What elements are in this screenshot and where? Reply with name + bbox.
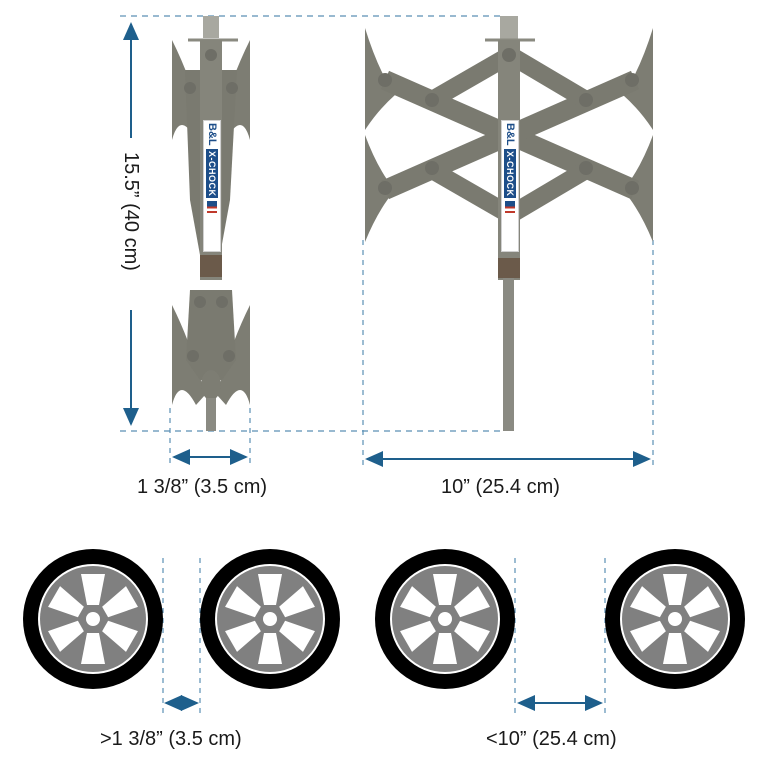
collapsed-chock-label: B&L X-CHOCK [203,120,221,252]
brand-name: X-CHOCK [206,148,218,199]
brand-short: B&L [504,123,516,146]
brand-name: X-CHOCK [504,148,516,199]
tire-icon [375,549,515,689]
expanded-width-label: 10” (25.4 cm) [441,476,560,498]
height-label: 15.5” (40 cm) [120,152,142,271]
brand-short: B&L [206,123,218,146]
expanded-chock-label: B&L X-CHOCK [501,120,519,252]
tire-icon [23,549,163,689]
tire-icon [200,549,340,689]
flag-icon [207,201,217,216]
flag-icon [505,201,515,216]
max-gap-label: <10” (25.4 cm) [486,728,617,750]
min-gap-label: >1 3/8” (3.5 cm) [100,728,242,750]
tire-icon [605,549,745,689]
collapsed-width-label: 1 3/8” (3.5 cm) [137,476,268,498]
